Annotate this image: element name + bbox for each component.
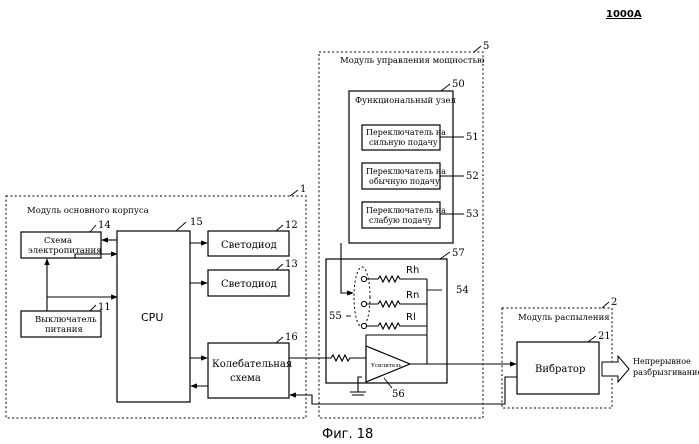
main-body-module-ref: 1 xyxy=(300,184,306,195)
functional-unit-ref: 50 xyxy=(452,79,465,90)
oscillator-block xyxy=(208,343,289,398)
vibrator-ref: 21 xyxy=(598,331,611,342)
spray-module-label: Модуль распыления xyxy=(518,313,610,323)
oscillator-line1: Колебательная xyxy=(212,359,292,370)
cpu-label: CPU xyxy=(141,311,163,324)
power-circuit-ref: 14 xyxy=(98,220,111,231)
selector-ref: 55 xyxy=(329,311,342,322)
circuit-block-ref: 57 xyxy=(452,248,465,259)
switch-weak-line1: Переключатель на xyxy=(366,206,446,215)
power-switch-line2: питания xyxy=(45,325,83,335)
switch-normal-ref: 52 xyxy=(466,171,479,182)
oscillator-line2: схема xyxy=(230,373,261,384)
power-control-module-ref: 5 xyxy=(483,41,489,52)
amplifier-ref: 56 xyxy=(392,389,405,400)
vibrator-label: Вибратор xyxy=(535,364,585,375)
main-body-module-label: Модуль основного корпуса xyxy=(27,206,149,216)
switch-normal-line2: обычную подачу xyxy=(369,177,440,186)
contact-normal xyxy=(361,301,366,306)
output-line1: Непрерывное xyxy=(633,357,691,366)
resistor-rn-label: Rn xyxy=(406,290,419,301)
output-line2: разбрызгивание xyxy=(633,368,699,377)
power-switch-ref: 11 xyxy=(98,302,111,313)
contact-low xyxy=(361,323,366,328)
oscillator-ref: 16 xyxy=(285,332,298,343)
resistors-ref: 54 xyxy=(456,285,469,296)
contact-high xyxy=(361,276,366,281)
output-arrow xyxy=(602,356,629,382)
cpu-ref: 15 xyxy=(190,217,203,228)
switch-normal-line1: Переключатель на xyxy=(366,167,446,176)
power-control-module-label: Модуль управления мощностью xyxy=(340,56,485,66)
switch-weak-line2: слабую подачу xyxy=(369,216,432,225)
spray-module-ref: 2 xyxy=(611,297,617,308)
switch-strong-line1: Переключатель на xyxy=(366,128,446,137)
functional-unit-label: Функциональный узел xyxy=(355,96,457,106)
led-1-label: Светодиод xyxy=(221,240,277,251)
led-1-ref: 12 xyxy=(285,220,298,231)
switch-strong-ref: 51 xyxy=(466,132,479,143)
resistor-rh-label: Rh xyxy=(406,265,419,276)
switch-weak-ref: 53 xyxy=(466,209,479,220)
resistor-rl-label: Rl xyxy=(406,312,416,323)
amplifier-label: Усилитель xyxy=(371,363,402,369)
led-2-label: Светодиод xyxy=(221,279,277,290)
power-switch-line1: Выключатель xyxy=(35,315,97,325)
led-2-ref: 13 xyxy=(285,259,298,270)
power-circuit-line1: Схема xyxy=(44,236,72,246)
figure-caption: Фиг. 18 xyxy=(322,427,373,442)
switch-strong-line2: сильную подачу xyxy=(369,138,438,147)
figure-id: 1000A xyxy=(606,9,642,20)
